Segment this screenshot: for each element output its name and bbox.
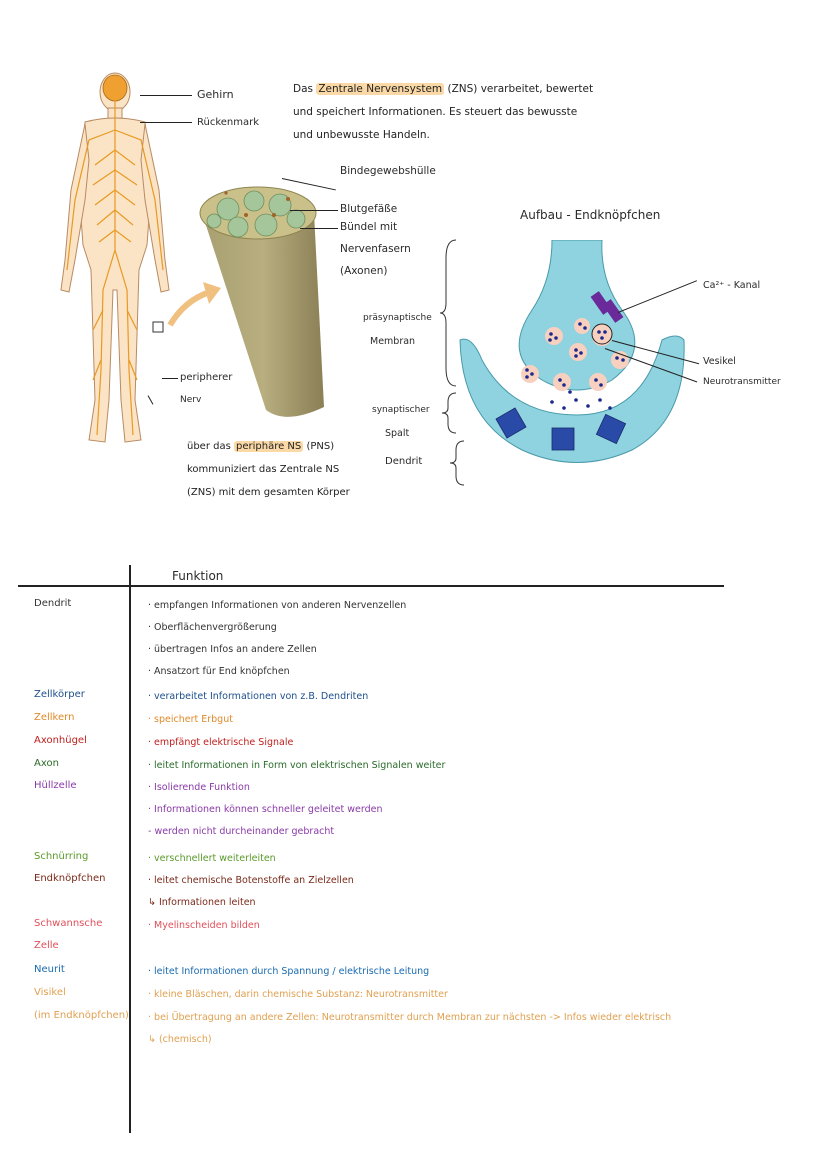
table-description-line: · empfangen Informationen von anderen Ne… — [148, 600, 407, 611]
label-peripherer: peripherer — [180, 372, 233, 383]
zns-intro-line-1: Das Zentrale Nervensystem (ZNS) verarbei… — [293, 83, 594, 95]
table-description-line: · Ansatzort für End knöpfchen — [148, 666, 290, 677]
table-term: Axon — [34, 758, 59, 769]
table-description-line: · speichert Erbgut — [148, 714, 233, 725]
table-header-rule — [18, 585, 724, 587]
zoom-arrow-icon — [167, 282, 221, 327]
table-term: Zelle — [34, 940, 59, 951]
pns-line-3: (ZNS) mit dem gesamten Körper — [187, 487, 350, 498]
table-description-line: - werden nicht durcheinander gebracht — [148, 826, 335, 837]
pns-highlight: periphäre NS — [234, 441, 304, 452]
table-term: Dendrit — [34, 598, 72, 609]
table-term: Visikel — [34, 987, 66, 998]
zns-highlight: Zentrale Nervensystem — [316, 83, 445, 95]
label-buendel-3: (Axonen) — [340, 265, 388, 277]
nerve-cross-section-illustration — [199, 186, 324, 417]
table-term: Axonhügel — [34, 735, 87, 746]
table-term: Schnürring — [34, 851, 89, 862]
label-nerv: Nerv — [180, 395, 202, 405]
table-term: Hüllzelle — [34, 780, 77, 791]
table-description-line: · leitet Informationen in Form von elekt… — [148, 760, 446, 771]
table-description-line: · leitet chemische Botenstoffe an Zielze… — [148, 875, 354, 886]
label-neurotransmitter: Neurotransmitter — [703, 377, 781, 387]
table-term: (im Endknöpfchen) — [34, 1010, 129, 1021]
table-term: Zellkörper — [34, 689, 85, 700]
table-description-line: · leitet Informationen durch Spannung / … — [148, 966, 430, 977]
bracket-presynaptic — [440, 239, 457, 387]
table-description-line: · Myelinscheiden bilden — [148, 920, 260, 931]
bracket-dendrit — [449, 440, 465, 486]
table-term: Neurit — [34, 964, 65, 975]
table-description-line: · verschnellert weiterleiten — [148, 853, 276, 864]
bracket-spalt — [441, 392, 457, 434]
label-rueckenmark: Rückenmark — [197, 117, 260, 128]
table-description-line: · verarbeitet Informationen von z.B. Den… — [148, 691, 369, 702]
table-description-line: · übertragen Infos an andere Zellen — [148, 644, 317, 655]
label-buendel-1: Bündel mit — [340, 221, 398, 233]
zns-intro-line-3: und unbewusste Handeln. — [293, 129, 430, 141]
synapse-title: Aufbau - Endknöpfchen — [520, 208, 661, 222]
label-gehirn: Gehirn — [197, 88, 234, 101]
table-description-line: ↳ Informationen leiten — [148, 897, 256, 908]
table-description-line: · Informationen können schneller geleite… — [148, 804, 383, 815]
zns-intro-line-2: und speichert Informationen. Es steuert … — [293, 106, 578, 118]
pns-line-1: über das periphäre NS (PNS) — [187, 441, 335, 452]
table-description-line: · Oberflächenvergrößerung — [148, 622, 277, 633]
table-description-line: · empfängt elektrische Signale — [148, 737, 294, 748]
table-term: Zellkern — [34, 712, 75, 723]
table-column-rule — [129, 565, 131, 1133]
pns-line-2: kommuniziert das Zentrale NS — [187, 464, 340, 475]
label-spalt: Spalt — [385, 428, 410, 439]
table-description-line: · kleine Bläschen, darin chemische Subst… — [148, 989, 448, 1000]
table-term: Schwannsche — [34, 918, 103, 929]
human-figure-illustration — [60, 72, 170, 443]
label-buendel-2: Nervenfasern — [340, 243, 411, 255]
table-description-line: ↳ (chemisch) — [148, 1034, 212, 1045]
label-praesynaptische: präsynaptische — [363, 313, 432, 323]
table-description-line: · Isolierende Funktion — [148, 782, 250, 793]
table-term: Endknöpfchen — [34, 873, 106, 884]
table-description-line: · bei Übertragung an andere Zellen: Neur… — [148, 1012, 672, 1023]
label-bindegewebshuelle: Bindegewebshülle — [340, 165, 436, 177]
label-dendrit-synapse: Dendrit — [385, 456, 423, 467]
label-ca-kanal: Ca²⁺ - Kanal — [703, 280, 761, 291]
table-header-funktion: Funktion — [172, 569, 224, 583]
label-synaptischer: synaptischer — [372, 405, 430, 415]
synapse-illustration — [459, 240, 685, 463]
label-blutgefaesse: Blutgefäße — [340, 203, 398, 215]
label-vesikel: Vesikel — [703, 356, 736, 367]
label-membran: Membran — [370, 336, 416, 347]
